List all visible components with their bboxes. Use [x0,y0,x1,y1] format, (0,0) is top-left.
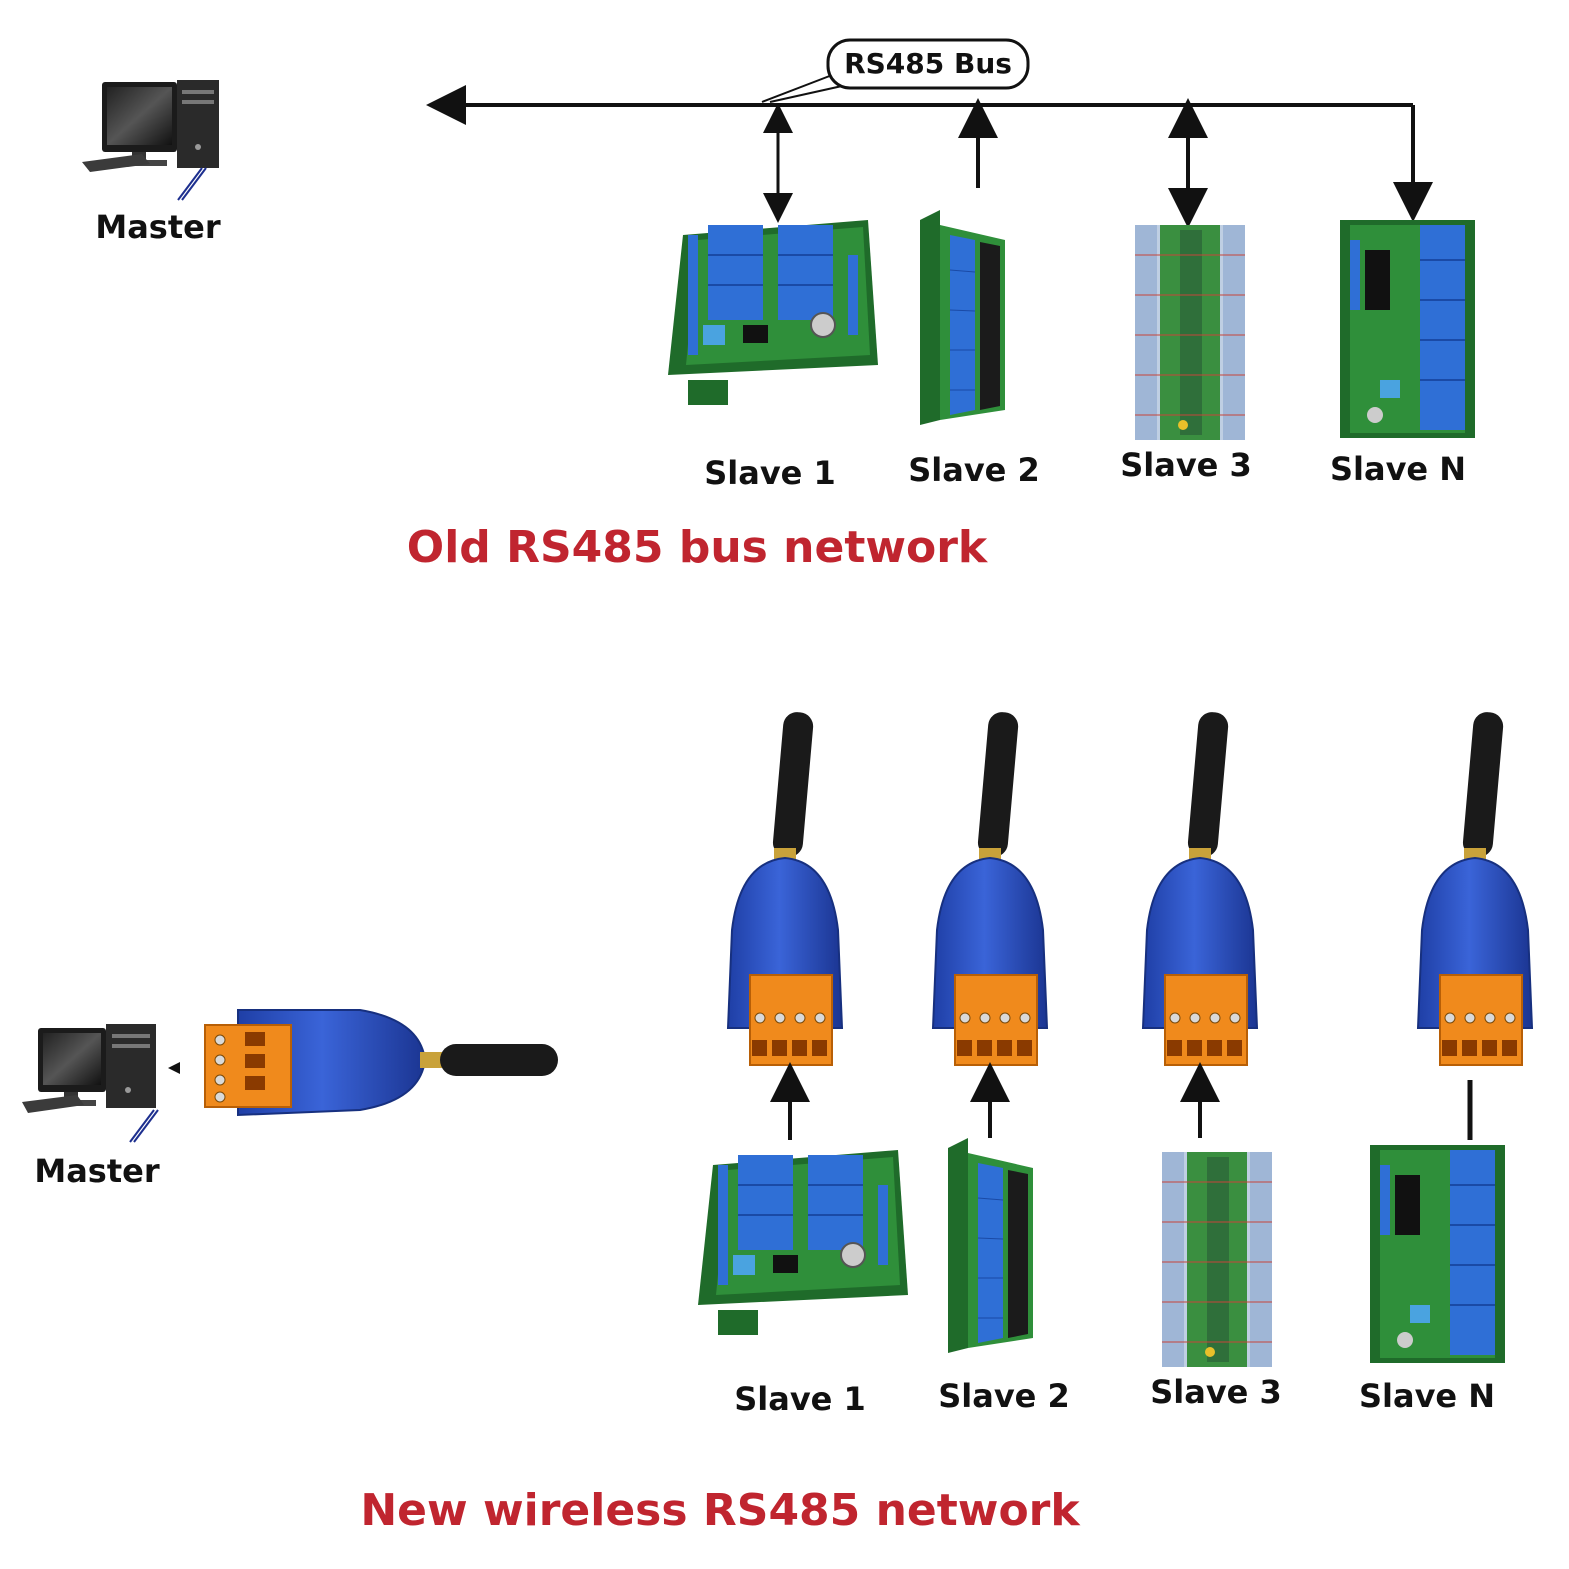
master-wireless-dongle [204,1009,558,1117]
new-slave-2-board [948,1138,1033,1353]
old-slave-1-board [668,220,878,405]
old-slave-3-board [1135,225,1245,440]
old-slave-2-board [920,210,1005,425]
antenna-icon [977,712,1019,857]
old-slave-2-label: Slave 2 [908,451,1040,489]
old-slave-n-label: Slave N [1330,450,1466,488]
bus-label: RS485 Bus [844,47,1012,80]
master-computer-icon [82,80,219,201]
wireless-dongle-slave-3 [1141,712,1259,1066]
new-master-label: Master [34,1152,159,1190]
old-slave-n-board [1340,220,1475,438]
rs485-bus-callout: RS485 Bus [761,38,1030,103]
new-network-caption: New wireless RS485 network [360,1485,1081,1536]
new-slave-2-label: Slave 2 [938,1377,1070,1415]
new-slave-1-label: Slave 1 [734,1380,866,1418]
master-link-arrow-icon [168,1062,180,1074]
antenna-icon [772,712,814,857]
new-slave-n-board [1370,1145,1505,1363]
old-network-caption: Old RS485 bus network [407,522,989,573]
antenna-icon [1462,712,1504,857]
old-network-section: Master RS485 Bus [82,38,1475,573]
new-network-section: Master [22,712,1534,1536]
old-slave-3-label: Slave 3 [1120,446,1252,484]
wireless-dongle-slave-2 [931,712,1049,1066]
old-master-label: Master [95,208,220,246]
new-slave-1-board [698,1150,908,1335]
master-antenna-icon [440,1044,558,1076]
wireless-dongle-slave-1 [726,712,844,1066]
antenna-icon [1187,712,1229,857]
new-slave-n-label: Slave N [1359,1377,1495,1415]
wireless-dongle-slave-n [1416,712,1534,1066]
new-slave-3-board [1162,1152,1272,1367]
new-slave-3-label: Slave 3 [1150,1373,1282,1411]
new-master-computer-icon [22,1024,159,1143]
old-slave-1-label: Slave 1 [704,454,836,492]
